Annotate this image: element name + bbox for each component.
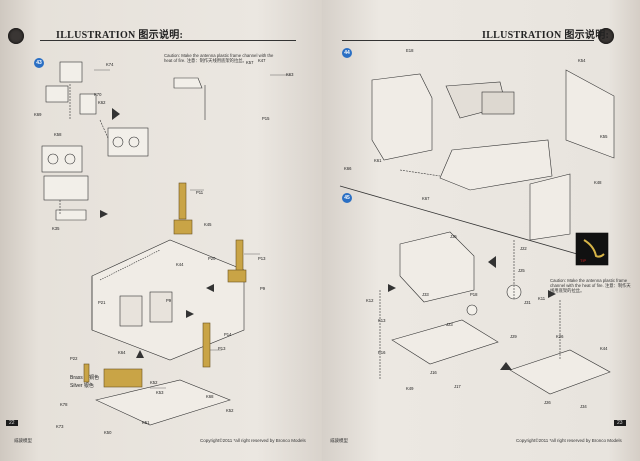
- part-number-label: J34: [580, 404, 587, 409]
- part-number-label: P22: [70, 356, 78, 361]
- right-caution-note: Caution: Make the antenna plastic frame …: [550, 278, 631, 293]
- part-number-label: P15: [262, 116, 270, 121]
- part-number-label: K55: [600, 134, 608, 139]
- brass-rounds: [83, 182, 247, 388]
- part-number-label: K57: [246, 60, 254, 65]
- part-number-label: K74: [106, 62, 114, 67]
- part-number-label: K78: [60, 402, 68, 407]
- part-number-label: P14: [224, 332, 232, 337]
- left-caution-note: Caution: Make the antenna plastic frame …: [164, 53, 274, 63]
- binder-hole-left: [8, 28, 24, 44]
- part-number-label: K49: [406, 386, 414, 391]
- silver-label: Silver 银色: [70, 383, 94, 389]
- part-number-label: K44: [176, 262, 184, 267]
- part-number-label: P13: [258, 256, 266, 261]
- part-number-label: K61: [374, 158, 382, 163]
- part-number-label: J31: [524, 300, 531, 305]
- right-step44-assembly: [339, 69, 615, 263]
- part-number-label: J29: [510, 334, 517, 339]
- part-number-label: K13: [378, 318, 386, 323]
- binder-hole-right: [598, 28, 614, 44]
- part-number-label: J23: [446, 322, 453, 327]
- part-number-label: J17: [454, 384, 461, 389]
- svg-text:TIP: TIP: [580, 258, 587, 263]
- part-number-label: J25: [518, 268, 525, 273]
- step-44-badge: 44: [342, 48, 352, 58]
- right-step45-assembly: [379, 231, 611, 395]
- part-number-label: K51: [142, 420, 150, 425]
- part-number-label: P21: [98, 300, 106, 305]
- left-page-number: 22: [6, 420, 18, 426]
- part-number-label: J22: [520, 246, 527, 251]
- part-number-label: P20: [208, 256, 216, 261]
- part-number-label: K67: [422, 196, 430, 201]
- left-arrows: [100, 108, 214, 358]
- part-number-label: K62: [98, 100, 106, 105]
- part-number-label: K45: [204, 222, 212, 227]
- part-number-label: J35: [450, 234, 457, 239]
- step-45-badge: 45: [342, 193, 352, 203]
- step-43-badge: 43: [34, 58, 44, 68]
- part-number-label: P13: [218, 346, 226, 351]
- part-number-label: K63: [286, 72, 294, 77]
- left-page: ILLUSTRATION 图示说明: 43 Caution: Make the …: [0, 0, 322, 461]
- part-number-label: K68: [206, 394, 214, 399]
- part-number-label: P11: [196, 190, 204, 195]
- part-number-label: P9: [166, 298, 172, 303]
- part-number-label: K52: [226, 408, 234, 413]
- part-number-label: K11: [538, 296, 546, 301]
- part-number-label: K12: [366, 298, 374, 303]
- part-number-label: J16: [430, 370, 437, 375]
- part-number-label: K64: [118, 350, 126, 355]
- right-arrows: [388, 256, 556, 370]
- left-footer-copyright: Copyright©2011 *all right reserved by Br…: [200, 438, 306, 443]
- part-number-label: P9: [260, 286, 266, 291]
- part-number-label: K66: [344, 166, 352, 171]
- part-number-label: E18: [406, 48, 414, 53]
- left-footer-brand: 威骏模型: [14, 438, 32, 443]
- antenna-inset: TIP: [575, 232, 609, 266]
- part-number-label: J26: [544, 400, 551, 405]
- part-number-label: P18: [470, 292, 478, 297]
- part-number-label: K73: [56, 424, 64, 429]
- part-number-label: K50: [104, 430, 112, 435]
- left-header-rule: [40, 40, 296, 41]
- right-footer-copyright: Copyright©2011 *all right reserved by Br…: [516, 438, 622, 443]
- part-number-label: K26: [556, 334, 564, 339]
- part-number-label: K54: [578, 58, 586, 63]
- part-number-label: J33: [422, 292, 429, 297]
- part-number-label: K44: [600, 346, 608, 351]
- right-page: ILLUSTRATION 图示说明: 44 45 Caution: Make t…: [322, 0, 640, 461]
- part-number-label: K47: [258, 58, 266, 63]
- part-number-label: P16: [378, 350, 386, 355]
- left-hull-assembly: [91, 239, 245, 426]
- right-footer-brand: 威骏模型: [330, 438, 348, 443]
- right-page-header: ILLUSTRATION 图示说明:: [482, 30, 610, 41]
- part-number-label: K70: [94, 92, 102, 97]
- part-number-label: K69: [34, 112, 42, 117]
- right-header-rule: [342, 40, 594, 41]
- left-top-assembly: [41, 61, 206, 221]
- part-number-label: K53: [156, 390, 164, 395]
- right-page-number: 23: [614, 420, 626, 426]
- left-page-header: ILLUSTRATION 图示说明:: [56, 30, 184, 41]
- part-number-label: K52: [150, 380, 158, 385]
- part-number-label: K48: [594, 180, 602, 185]
- left-part-callouts: [94, 69, 290, 389]
- part-number-label: K35: [52, 226, 60, 231]
- part-number-label: K58: [54, 132, 62, 137]
